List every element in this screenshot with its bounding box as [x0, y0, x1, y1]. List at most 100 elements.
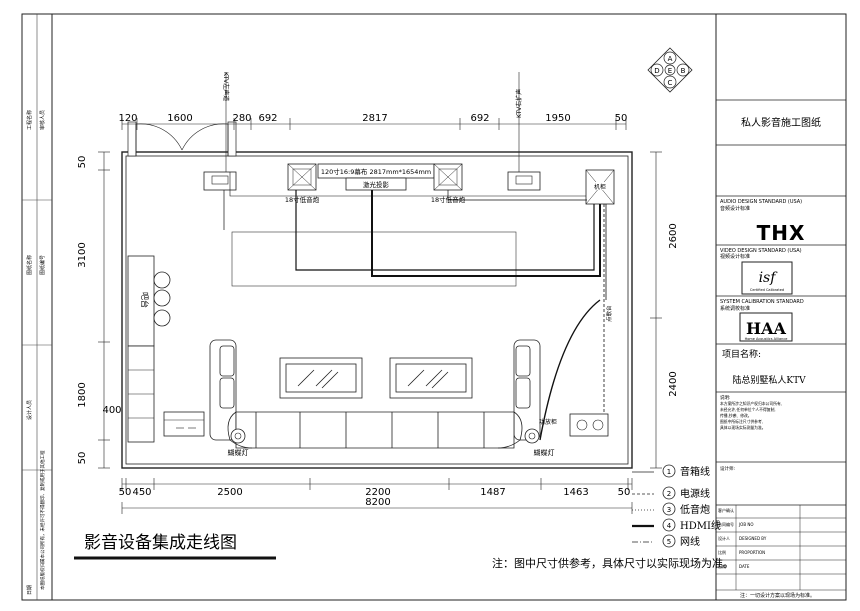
dim-label: 50	[77, 452, 88, 465]
audio-standard-cn: 音频设计标准	[720, 205, 750, 212]
dim-label: 120	[118, 113, 137, 124]
legend-label: 低音炮	[680, 503, 710, 516]
coffee-tables	[280, 358, 472, 398]
isf-logo-sub: Certified Calibrated	[750, 288, 784, 292]
dim-label: 1487	[480, 487, 505, 498]
dim-label: 1463	[563, 487, 588, 498]
ktv-right-label: KTV右扩声	[515, 89, 523, 118]
dimension-note: 注：图中尺寸供参考，具体尺寸以实际现场为准。	[492, 556, 734, 570]
dim-label: 400	[102, 405, 121, 416]
notes-line: 传播,抄袭、修改。	[720, 413, 752, 418]
equipment-rack: 机柜	[586, 170, 614, 204]
designer-label: 设计师:	[720, 465, 735, 472]
title-footer: 注：一切设计方案以现场为标准。	[740, 592, 815, 599]
left-strip-label: 图纸编号	[39, 255, 46, 275]
amp-label: 功放柜	[539, 418, 557, 426]
sub-left-label: 18寸低音炮	[285, 195, 320, 204]
cable-routing	[224, 172, 606, 440]
left-strip-label: 设计人员	[26, 400, 33, 420]
notes-title: 说明:	[720, 394, 731, 401]
calibration-standard-cn: 系统调校标准	[720, 305, 750, 312]
total-dim-label: 8200	[365, 497, 390, 508]
dim-label: 50	[615, 113, 628, 124]
dim-label: 2817	[362, 113, 387, 124]
dim-label: 692	[470, 113, 489, 124]
legend-number: 5	[667, 538, 671, 546]
compass-letter: C	[668, 79, 673, 87]
screen-label: 120寸16:9幕布 2817mm*1654mm	[321, 167, 431, 176]
side-cabinet-left	[164, 412, 204, 436]
title-block: 私人影音施工图纸 AUDIO DESIGN STANDARD (USA) 音频设…	[716, 14, 846, 600]
compass-letter: D	[654, 67, 659, 75]
legend-label: 音箱线	[680, 465, 710, 478]
left-strip-label: 审核人员	[39, 110, 46, 130]
left-strip-label: 工程名称	[26, 110, 33, 130]
compass-letter: A	[668, 55, 673, 63]
dim-label: 450	[132, 487, 151, 498]
entry-double-door	[128, 122, 236, 156]
info-key: 比例	[718, 549, 726, 555]
right-dimensions: 2600 2400	[650, 152, 679, 468]
project-name: 陆总别墅私人KTV	[732, 374, 806, 386]
legend-label: HDMI线	[680, 519, 721, 532]
haa-logo-sub: Home Acoustics Alliance	[745, 337, 788, 341]
u-shaped-sofa	[210, 340, 540, 448]
compass-letter: E	[668, 67, 672, 75]
notes-line: 本方案所涉之知识产权归本公司所有,	[720, 401, 782, 406]
notes-line: 图纸中所标注尺寸供参考,	[720, 419, 763, 424]
projection-screen: 120寸16:9幕布 2817mm*1654mm 激光投影	[318, 164, 434, 190]
left-strip-label: 日期	[27, 585, 33, 595]
dim-label: 280	[232, 113, 251, 124]
side-cabinet-right: 功放柜 点歌台	[539, 305, 613, 436]
dim-label: 1800	[77, 382, 88, 407]
lamp-left-label: 蝴蝶灯	[228, 448, 249, 457]
dim-label: 50	[119, 487, 132, 498]
dim-label: 50	[77, 156, 88, 169]
info-key: 设计人	[718, 535, 730, 541]
left-dimensions: 50 3100 1800 400 50	[77, 152, 122, 468]
drawing-caption: 影音设备集成走线图	[74, 533, 276, 558]
bar-label: 吧台	[140, 292, 150, 308]
project-label: 项目名称:	[722, 348, 761, 360]
caption-title: 影音设备集成走线图	[84, 533, 237, 553]
video-standard-cn: 视频设计标准	[720, 253, 750, 260]
top-dimensions: 120 1600 280 692 2817 692 1950 50	[118, 113, 627, 130]
isf-logo: isf	[759, 270, 779, 286]
haa-logo: HAA	[746, 319, 787, 338]
ktv-left-label: KTV左声道	[222, 72, 230, 101]
notes-line: 具体以现场实际测量为准。	[720, 425, 766, 430]
dim-label: 2600	[668, 223, 679, 248]
legend-number: 4	[667, 522, 672, 530]
dim-label: 1950	[545, 113, 570, 124]
audio-standard: AUDIO DESIGN STANDARD (USA)	[720, 199, 802, 205]
left-strip-label: 图纸名称	[26, 255, 33, 275]
copyright-note: 本图纸版权归属本公司所有，未经许可不得翻印、复制或用于其他工程	[39, 450, 46, 590]
thx-logo: THX	[757, 221, 806, 245]
legend-label: 电源线	[680, 487, 710, 500]
bottom-dimensions: 50 450 2500 2200 1487 1463 50 8200	[119, 478, 632, 514]
legend-number: 3	[667, 506, 671, 514]
info-value: JOB NO	[738, 522, 753, 527]
dim-label: 3100	[77, 242, 88, 267]
title-heading: 私人影音施工图纸	[741, 116, 821, 129]
lamp-right-label: 蝴蝶灯	[534, 448, 555, 457]
info-value: DATE	[739, 564, 750, 569]
legend-number: 2	[667, 490, 671, 498]
rack-label: 机柜	[594, 183, 606, 191]
side-left-label: 点歌台	[605, 305, 613, 322]
line-legend: 1 音箱线 2 电源线 3 低音炮 4 HDMI线 5 网线	[632, 465, 721, 548]
projector-label: 激光投影	[363, 180, 390, 189]
calibration-standard: SYSTEM CALIBRATION STANDARD	[720, 299, 804, 305]
legend-label: 网线	[680, 535, 700, 548]
dim-label: 1600	[167, 113, 192, 124]
info-value: DESIGNED BY	[739, 536, 767, 541]
compass-diamond: A B C D E	[648, 48, 692, 92]
dim-label: 2400	[668, 371, 679, 396]
legend-number: 1	[667, 468, 671, 476]
info-key: 客户确认	[718, 507, 734, 513]
dim-label: 692	[258, 113, 277, 124]
info-table: 客户确认 合同编号 JOB NO 设计人 DESIGNED BY 比例 PROP…	[716, 505, 846, 590]
notes-line: 未经允许,任何单位个人不得复制,	[720, 407, 776, 412]
compass-letter: B	[681, 67, 686, 75]
